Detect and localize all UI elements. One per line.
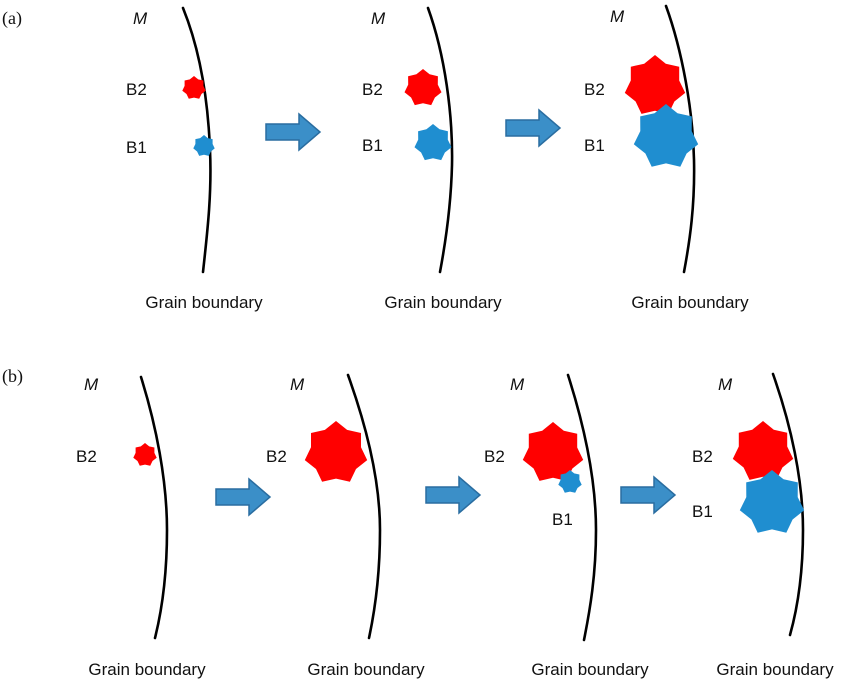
precipitate-b2 (624, 55, 686, 114)
stage-b4: M B2 B1 Grain boundary (692, 372, 834, 679)
particle-label-b1: B1 (126, 138, 147, 157)
grain-boundary-caption: Grain boundary (88, 660, 206, 679)
grain-boundary-caption: Grain boundary (531, 660, 649, 679)
stage-b1: M B2 Grain boundary (76, 375, 206, 679)
grain-boundary-caption: Grain boundary (145, 293, 263, 312)
arrow-icon (505, 108, 562, 148)
grain-boundary-line (566, 373, 598, 642)
stage-a2: M B2 B1 Grain boundary (362, 6, 502, 312)
particle-label-b1: B1 (692, 502, 713, 521)
stage-b2: M B2 Grain boundary (266, 373, 425, 679)
particle-label-b2: B2 (692, 447, 713, 466)
matrix-label: M (133, 9, 148, 28)
precipitate-b1 (558, 470, 582, 493)
panel-b-label: (b) (2, 366, 23, 387)
particle-label-b1: B1 (552, 510, 573, 529)
stage-a3: M B2 B1 Grain boundary (584, 4, 749, 312)
precipitate-b2 (732, 421, 794, 480)
particle-label-b2: B2 (126, 80, 147, 99)
matrix-label: M (84, 375, 99, 394)
matrix-label: M (718, 375, 733, 394)
precipitate-b2 (133, 443, 157, 466)
particle-label-b2: B2 (76, 447, 97, 466)
precipitate-b2 (304, 421, 368, 482)
grain-boundary-caption: Grain boundary (307, 660, 425, 679)
matrix-label: M (610, 7, 625, 26)
arrow-icon (425, 475, 482, 515)
grain-boundary-line (139, 375, 169, 640)
particle-label-b2: B2 (484, 447, 505, 466)
arrow-icon (620, 475, 677, 515)
arrow-icon (215, 477, 272, 517)
grain-boundary-line (664, 4, 696, 274)
precipitate-b2 (522, 422, 584, 481)
precipitate-b2 (182, 76, 206, 99)
particle-label-b2: B2 (266, 447, 287, 466)
grain-boundary-caption: Grain boundary (716, 660, 834, 679)
precipitate-b1 (414, 124, 452, 161)
particle-label-b1: B1 (362, 136, 383, 155)
particle-label-b2: B2 (584, 80, 605, 99)
stage-b3: M B2 B1 Grain boundary (484, 373, 649, 679)
grain-boundary-line (426, 6, 454, 274)
matrix-label: M (371, 9, 386, 28)
precipitate-b1 (193, 135, 215, 156)
particle-label-b2: B2 (362, 80, 383, 99)
precipitate-b1 (633, 104, 699, 167)
particle-label-b1: B1 (584, 136, 605, 155)
grain-boundary-line (346, 373, 382, 640)
stage-a1: M B2 B1 Grain boundary (126, 6, 263, 312)
matrix-label: M (510, 375, 525, 394)
precipitate-b2 (404, 69, 442, 106)
arrow-icon (265, 112, 322, 152)
grain-boundary-caption: Grain boundary (631, 293, 749, 312)
precipitate-b1 (739, 470, 805, 533)
panel-a: (a) M B2 B1 Grain boundary M B2 B1 Grain… (2, 4, 749, 312)
grain-boundary-line (771, 372, 805, 637)
panel-a-label: (a) (2, 8, 22, 29)
matrix-label: M (290, 375, 305, 394)
grain-boundary-caption: Grain boundary (384, 293, 502, 312)
panel-b: (b) M B2 Grain boundary M B2 Grain bound… (2, 366, 834, 679)
